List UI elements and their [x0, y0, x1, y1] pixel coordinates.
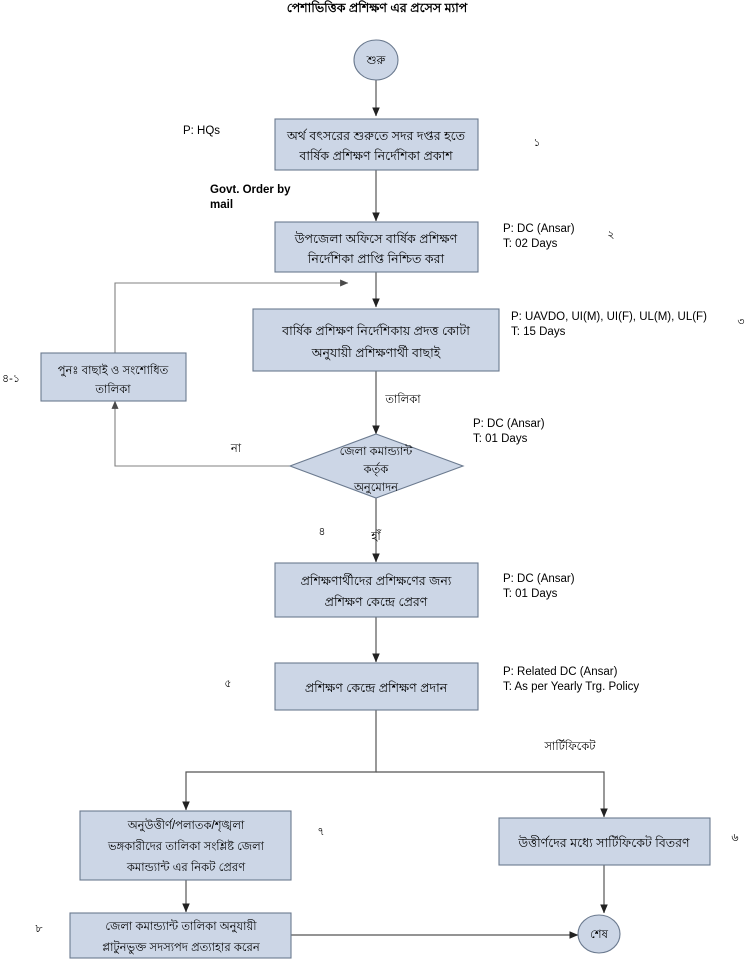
start-label: শুরু: [366, 55, 387, 67]
node-reselection-revised-list[interactable]: পুনঃ বাছাই ও সংশোধিত তালিকা: [40, 352, 187, 402]
n3-performer-label: P: UAVDO, UI(M), UI(F), UL(M), UL(F): [511, 311, 707, 323]
d1-time-label: T: 01 Days: [473, 433, 528, 445]
end-label: শেষ: [590, 929, 608, 941]
n1-line-1: অর্থ বৎসরের শুরুতে সদর দপ্তর হতে: [286, 128, 466, 143]
node-distribute-certificates[interactable]: উত্তীর্ণদের মধ্যে সার্টিফিকেট বিতরণ: [498, 817, 711, 866]
n3-time-label: T: 15 Days: [511, 326, 566, 338]
step-number-4: ৪: [318, 526, 325, 538]
node-end[interactable]: শেষ: [577, 914, 621, 954]
node-send-failed-list-to-commandant[interactable]: অনুউত্তীর্ণ/পলাতক/শৃঙ্খলা ভঙ্গকারীদের তা…: [79, 810, 292, 881]
d1-shape: [288, 433, 465, 499]
connector-rework-to-n3: [114, 279, 349, 353]
step-number-1: ১: [533, 137, 540, 149]
n1-line-2: বার্ষিক প্রশিক্ষণ নির্দেশিকা প্রকাশ: [298, 148, 453, 163]
edge-label-certificate: সার্টিফিকেট: [543, 739, 596, 753]
n5-line-1: প্রশিক্ষণার্থীদের প্রশিক্ষণের জন্য: [301, 573, 452, 588]
edge-label-talika: তালিকা: [384, 392, 421, 406]
n7-line-2: ভঙ্গকারীদের তালিকা সংশ্লিষ্ট জেলা: [107, 839, 265, 853]
n7-line-3: কমান্ড্যান্ট এর নিকট প্রেরণ: [126, 860, 246, 874]
step-number-5: ৫: [224, 678, 231, 690]
n41-line-1: পুনঃ বাছাই ও সংশোধিত: [58, 363, 170, 378]
step-number-7: ৭: [317, 826, 324, 838]
page-title: পেশাভিত্তিক প্রশিক্ষণ এর প্রসেস ম্যাপ: [287, 0, 469, 15]
n8-line-1: উত্তীর্ণদের মধ্যে সার্টিফিকেট বিতরণ: [517, 835, 691, 850]
n3-line-1: বার্ষিক প্রশিক্ষণ নির্দেশিকায় প্রদত্ত ক…: [281, 323, 470, 338]
n1-shape: [274, 118, 479, 171]
node-decision-commandant-approval[interactable]: জেলা কমান্ড্যান্ট কর্তৃক অনুমোদন: [288, 433, 465, 499]
edge-label-govt-order-line-1: Govt. Order by: [210, 184, 291, 196]
step-number-6: ৬: [731, 832, 738, 844]
n41-shape: [40, 352, 187, 402]
n9-line-2: প্লাটুনভুক্ত সদস্যপদ প্রত্যাহার করেন: [102, 940, 261, 955]
connector-decision-no-to-rework: [111, 400, 290, 467]
n7-line-1: অনুউত্তীর্ণ/পলাতক/শৃঙ্খলা: [127, 818, 245, 833]
node-withdraw-platoon-membership[interactable]: জেলা কমান্ড্যান্ট তালিকা অনুযায়ী প্লাটু…: [69, 912, 292, 959]
n8-shape: [498, 817, 711, 866]
d1-line-2: কর্তৃক: [363, 462, 390, 477]
n9-line-1: জেলা কমান্ড্যান্ট তালিকা অনুযায়ী: [105, 919, 257, 934]
step-number-4-1: ৪-১: [2, 373, 20, 385]
n9-shape: [69, 912, 292, 959]
n5-shape: [274, 562, 479, 618]
node-send-trainees-to-center[interactable]: প্রশিক্ষণার্থীদের প্রশিক্ষণের জন্য প্রশি…: [274, 562, 479, 618]
n2-time-label: T: 02 Days: [503, 238, 558, 250]
end-oval-shape: [577, 914, 621, 954]
step-number-2: ২: [607, 229, 614, 241]
connector-n6-to-n8: [376, 771, 608, 818]
n2-shape: [274, 221, 479, 273]
n6-line-1: প্রশিক্ষণ কেন্দ্রে প্রশিক্ষণ প্রদান: [305, 680, 448, 695]
n6-shape: [274, 662, 479, 711]
step-number-8: ৮: [35, 923, 42, 935]
step-number-3: ৩: [737, 316, 744, 328]
connector-n6-to-n7: [182, 710, 377, 811]
node-conduct-training[interactable]: প্রশিক্ষণ কেন্দ্রে প্রশিক্ষণ প্রদান: [274, 662, 479, 711]
n2-performer-label: P: DC (Ansar): [503, 223, 575, 235]
node-start[interactable]: শুরু: [353, 39, 399, 81]
node-publish-training-guideline[interactable]: অর্থ বৎসরের শুরুতে সদর দপ্তর হতে বার্ষিক…: [274, 118, 479, 171]
edge-label-no: না: [230, 443, 242, 455]
n2-line-2: নির্দেশিকা প্রাপ্তি নিশ্চিত করা: [307, 251, 445, 266]
edge-label-govt-order-line-2: mail: [210, 199, 233, 211]
n5-time-label: T: 01 Days: [503, 588, 558, 600]
start-oval-shape: [353, 39, 399, 81]
n5-line-2: প্রশিক্ষণ কেন্দ্রে প্রেরণ: [325, 594, 429, 609]
n3-line-2: অনুযায়ী প্রশিক্ষণার্থী বাছাই: [311, 345, 442, 361]
n2-line-1: উপজেলা অফিসে বার্ষিক প্রশিক্ষণ: [294, 231, 459, 246]
node-select-trainees-by-quota[interactable]: বার্ষিক প্রশিক্ষণ নির্দেশিকায় প্রদত্ত ক…: [252, 308, 500, 372]
n1-performer-label: P: HQs: [183, 125, 220, 137]
n6-time-label: T: As per Yearly Trg. Policy: [503, 681, 639, 693]
edge-label-yes: হাঁ: [370, 528, 381, 543]
n5-performer-label: P: DC (Ansar): [503, 573, 575, 585]
n3-shape: [252, 308, 500, 372]
d1-performer-label: P: DC (Ansar): [473, 418, 545, 430]
n41-line-2: তালিকা: [94, 382, 131, 396]
d1-line-1: জেলা কমান্ড্যান্ট: [340, 444, 414, 458]
n6-performer-label: P: Related DC (Ansar): [503, 666, 618, 678]
n7-shape: [79, 810, 292, 881]
d1-line-3: অনুমোদন: [353, 482, 399, 495]
node-confirm-guideline-receipt[interactable]: উপজেলা অফিসে বার্ষিক প্রশিক্ষণ নির্দেশিক…: [274, 221, 479, 273]
